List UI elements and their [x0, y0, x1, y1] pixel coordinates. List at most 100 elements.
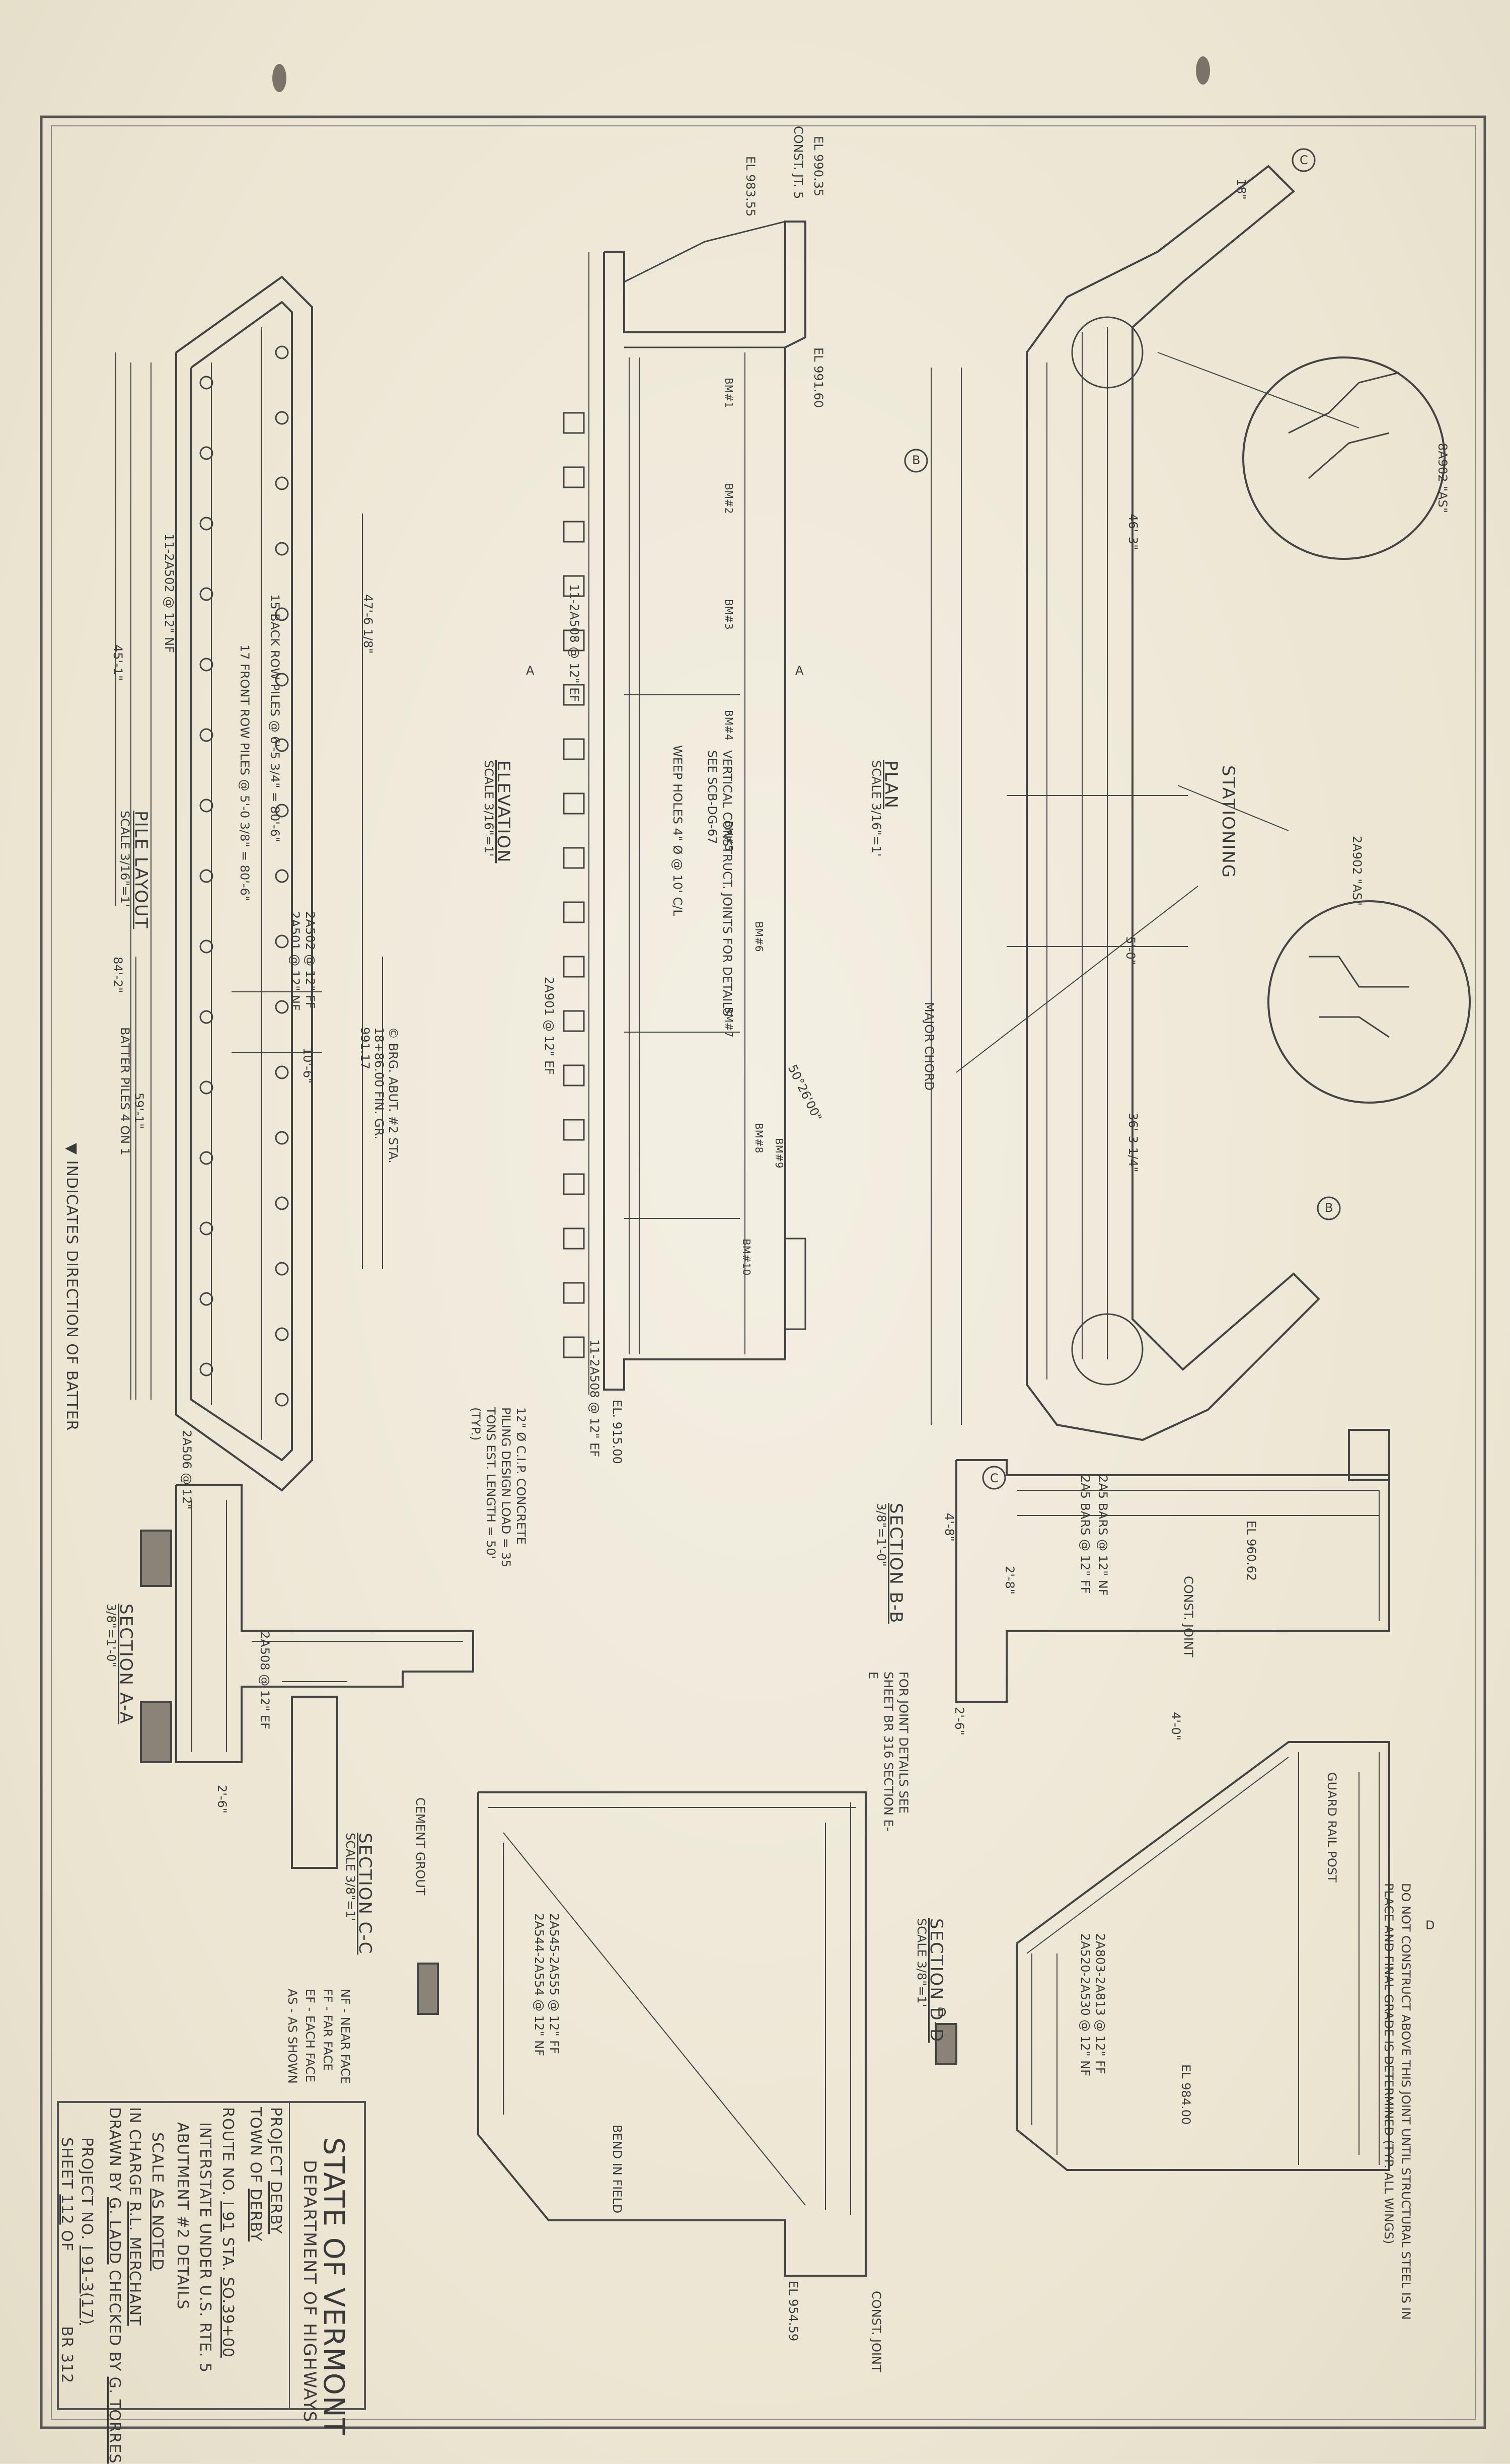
pile-circle — [275, 1000, 289, 1014]
route-value: I 91 — [219, 2201, 237, 2232]
section-aa-view — [140, 1484, 474, 1763]
section-cc-view — [282, 1681, 347, 1869]
title-in-charge-row: IN CHARGE R.L. MERCHANT — [126, 2107, 143, 2326]
title-project-row: PROJECT DERBY — [267, 2107, 284, 2234]
elevation-pile-stub — [563, 575, 585, 597]
dim-5-0: 5'-0" — [1123, 936, 1138, 965]
project-label: PROJECT — [267, 2107, 284, 2176]
elev-const: CONST. JT. 5 — [791, 126, 805, 199]
rebar-14: 2A902 "AS" — [1350, 836, 1364, 906]
rebar-3: 11-2A508 @ 12" EF — [567, 584, 581, 702]
rebar-11: 2A901 @ 12" EF — [542, 977, 556, 1075]
title-department: DEPARTMENT OF HIGHWAYS — [299, 2160, 320, 2423]
pile-circle — [275, 411, 289, 425]
rebar-7: 2A520-2A530 @ 12" NF — [1078, 1933, 1092, 2076]
section-marker-a: A — [795, 664, 804, 678]
view-title-section-bb: SECTION B-B — [886, 1503, 906, 1624]
pile-circle — [199, 799, 213, 813]
in-charge-value: R.L. MERCHANT — [126, 2201, 143, 2326]
title-sheet-row: SHEET 112 OF — [58, 2137, 76, 2252]
town-value: DERBY — [247, 2189, 264, 2242]
pile-circle — [199, 728, 213, 742]
bm-label: BM#7 — [723, 1007, 735, 1038]
pile-circle — [199, 517, 213, 531]
note-guard-rail-post: GUARD RAIL POST — [1325, 1772, 1339, 1882]
route-label: ROUTE NO. — [219, 2107, 237, 2196]
title-block-frame — [57, 2101, 366, 2410]
project-value: DERBY — [267, 2181, 284, 2234]
section-bb-view — [955, 1429, 1390, 1703]
of-label: OF — [58, 2230, 76, 2252]
elevation-pile-stub — [563, 738, 585, 760]
dim-18: 18" — [1234, 179, 1248, 200]
rebar-6: 2A803-2A813 @ 12" FF — [1093, 1933, 1107, 2074]
view-title-plan: PLAN — [881, 760, 901, 809]
view-title-section-aa: SECTION A-A — [116, 1604, 136, 1724]
section-marker-c: C — [990, 1471, 999, 1485]
plan-view — [931, 165, 1360, 1441]
elevation-pile-stub — [563, 956, 585, 978]
rebar-16: 2A506 @ 12" — [180, 1430, 194, 1510]
elevation-piles — [563, 412, 585, 1358]
view-title-section-cc: SECTION C-C — [355, 1833, 375, 1955]
view-scale-section-dd: SCALE 3/8"=1' — [915, 1918, 929, 2007]
sheet-no-value: 112 — [58, 2194, 76, 2225]
rebar-4: 2A5 BARS @ 12" NF — [1096, 1475, 1110, 1596]
view-scale-pile-layout: SCALE 3/16"=1' — [118, 811, 132, 907]
pile-circle — [199, 658, 213, 672]
pile-circle — [275, 934, 289, 949]
pile-circle — [199, 1010, 213, 1024]
rebar-15: 11-2A508 @ 12" EF — [587, 1339, 601, 1458]
elevation-pile-stub — [563, 847, 585, 869]
bm-label: BM#6 — [753, 921, 765, 952]
note-const-joint-2: CONST. JOINT — [1181, 1576, 1195, 1657]
rebar-12: 11-2A502 @ 12" NF — [162, 534, 176, 653]
dim-36-3: 36'-3 1/4" — [1126, 1113, 1140, 1173]
elevation-pile-stub — [563, 1282, 585, 1304]
pile-circle — [275, 673, 289, 687]
elevation-pile-stub — [563, 792, 585, 815]
pile-circle — [275, 476, 289, 490]
elev-915: EL. 915.00 — [610, 1400, 624, 1464]
pile-circle — [199, 376, 213, 390]
dim-4-0-top: 4'-0" — [1169, 1712, 1183, 1741]
elev-brg-abut: © BRG. ABUT. #2 STA. 18+86.00 FIN. GR. 9… — [358, 1027, 400, 1164]
pile-circle — [199, 1221, 213, 1236]
note-front-piles: 17 FRONT ROW PILES @ 5'-0 3/8" = 80'-6" — [238, 644, 252, 901]
elevation-pile-stub — [563, 901, 585, 923]
bm-label: BM#8 — [753, 1123, 765, 1153]
pile-circle — [199, 1292, 213, 1306]
pile-circle — [275, 607, 289, 621]
section-marker-d: D — [1425, 1918, 1435, 1932]
dim-2-6: 2'-6" — [215, 1785, 229, 1814]
note-piling: 12" Ø C.I.P. CONCRETE PILING DESIGN LOAD… — [469, 1407, 528, 1568]
bm-label: BM#4 — [723, 710, 735, 741]
note-const-joint: CONST. JOINT — [869, 2291, 883, 2372]
view-scale-section-cc: SCALE 3/8"=1' — [343, 1833, 357, 1922]
punch-hole-left — [272, 64, 286, 92]
bm-label: BM#9 — [773, 1138, 785, 1169]
section-marker-a: A — [526, 664, 535, 678]
dim-2-6b: 2'-6" — [952, 1707, 966, 1735]
title-scale-row: SCALE AS NOTED — [148, 2132, 166, 2271]
legend-as: AS - AS SHOWN — [285, 1989, 299, 2084]
bm-label: BM#3 — [723, 599, 735, 630]
pile-layout-piles — [199, 345, 289, 1407]
scale-label: SCALE — [148, 2132, 166, 2184]
in-charge-label: IN CHARGE — [126, 2107, 143, 2196]
dim-46-3: 46'-3" — [1126, 514, 1140, 550]
view-scale-section-aa: 3/8"=1'-0" — [104, 1604, 118, 1668]
checked-label: CHECKED BY — [106, 2270, 123, 2372]
view-title-section-dd: SECTION D-D — [926, 1918, 946, 2043]
sheet-border — [40, 115, 1486, 2429]
pile-circle — [199, 869, 213, 883]
legend-nf: NF - NEAR FACE — [338, 1989, 352, 2084]
dim-2-8: 2'-8" — [1003, 1566, 1017, 1595]
sheet-border-inner — [51, 125, 1476, 2420]
pile-circle — [199, 1362, 213, 1376]
note-cement-grout: CEMENT GROUT — [413, 1797, 427, 1896]
elev-983: EL 983.55 — [743, 156, 758, 217]
rebar-13: 8A902 "AS" — [1436, 443, 1450, 513]
